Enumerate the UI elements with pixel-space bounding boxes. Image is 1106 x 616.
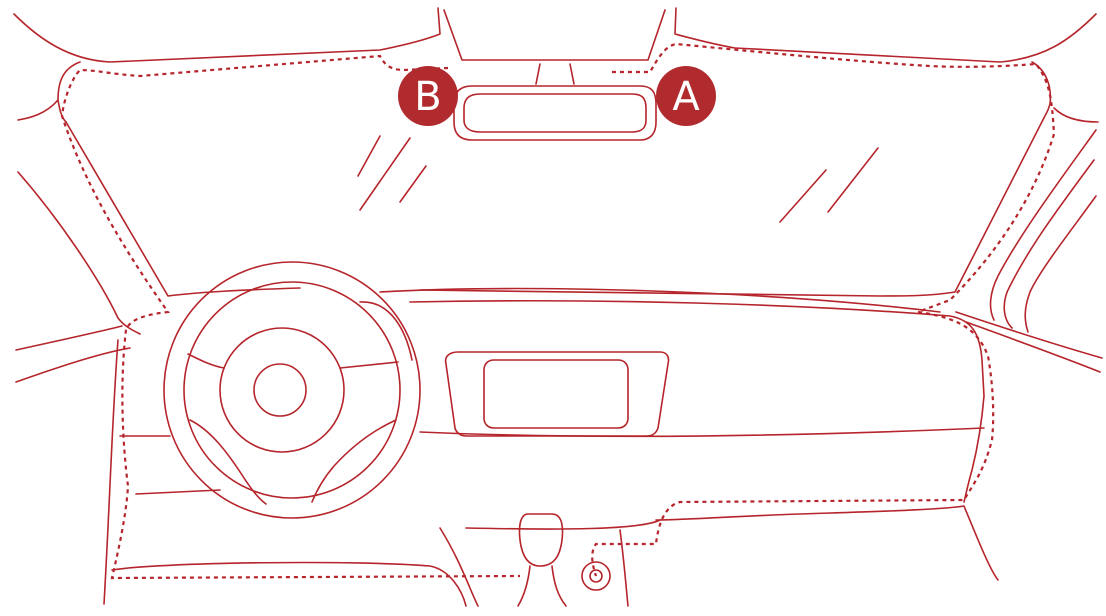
marker-a: A bbox=[656, 66, 716, 126]
right-a-pillar bbox=[955, 107, 1103, 373]
cable-route-roof-left bbox=[60, 54, 521, 580]
cable-route-roof-right bbox=[591, 42, 1056, 577]
marker-b-label: B bbox=[414, 74, 441, 120]
steering-wheel bbox=[163, 261, 421, 519]
cable-route bbox=[60, 42, 1056, 580]
marker-a-label: A bbox=[672, 74, 700, 120]
windshield-frame bbox=[57, 61, 1052, 297]
rearview-mirror bbox=[443, 9, 666, 141]
dashboard bbox=[103, 287, 999, 607]
roof-headliner bbox=[13, 7, 1097, 63]
marker-b: B bbox=[398, 66, 458, 126]
left-a-pillar bbox=[15, 99, 141, 383]
